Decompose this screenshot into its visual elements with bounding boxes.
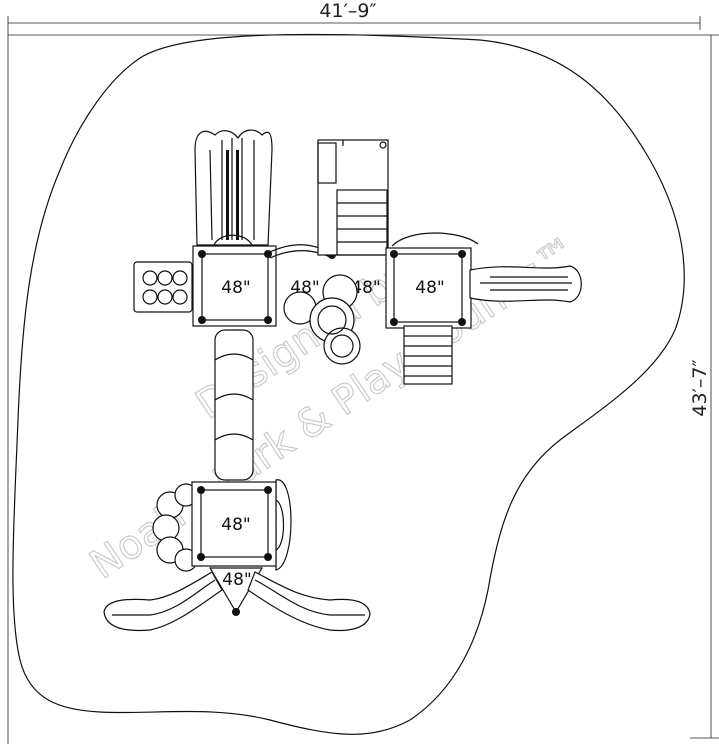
deck-lower: 48" (191, 481, 277, 567)
lower-left-climber (152, 483, 198, 572)
deck-1-height: 48" (221, 278, 250, 298)
deck-upper-left: 48" (192, 245, 277, 327)
use-zone-outline (12, 33, 685, 735)
deck-3-height: 48" (351, 278, 380, 298)
depth-dimension: 43′–7″ (689, 35, 719, 739)
width-dimension: 41′–9″ (7, 0, 719, 744)
deck-upper-right: 48" (385, 232, 479, 329)
stepping-pods (283, 274, 361, 365)
ladder (403, 325, 453, 385)
top-stairs (317, 139, 389, 256)
depth-label: 43′–7″ (689, 359, 711, 416)
lower-right-slide (247, 571, 371, 632)
lower-left-slide (103, 571, 223, 632)
deck-6-height: 48" (222, 570, 251, 590)
width-label: 41′–9″ (319, 0, 376, 22)
tube-connector (214, 329, 254, 481)
deck-5-height: 48" (221, 515, 250, 535)
left-climber (133, 261, 193, 313)
right-slide (469, 265, 582, 303)
top-tube-slide (194, 129, 273, 246)
deck-4-height: 48" (415, 278, 444, 298)
lower-right-panel (275, 479, 292, 571)
